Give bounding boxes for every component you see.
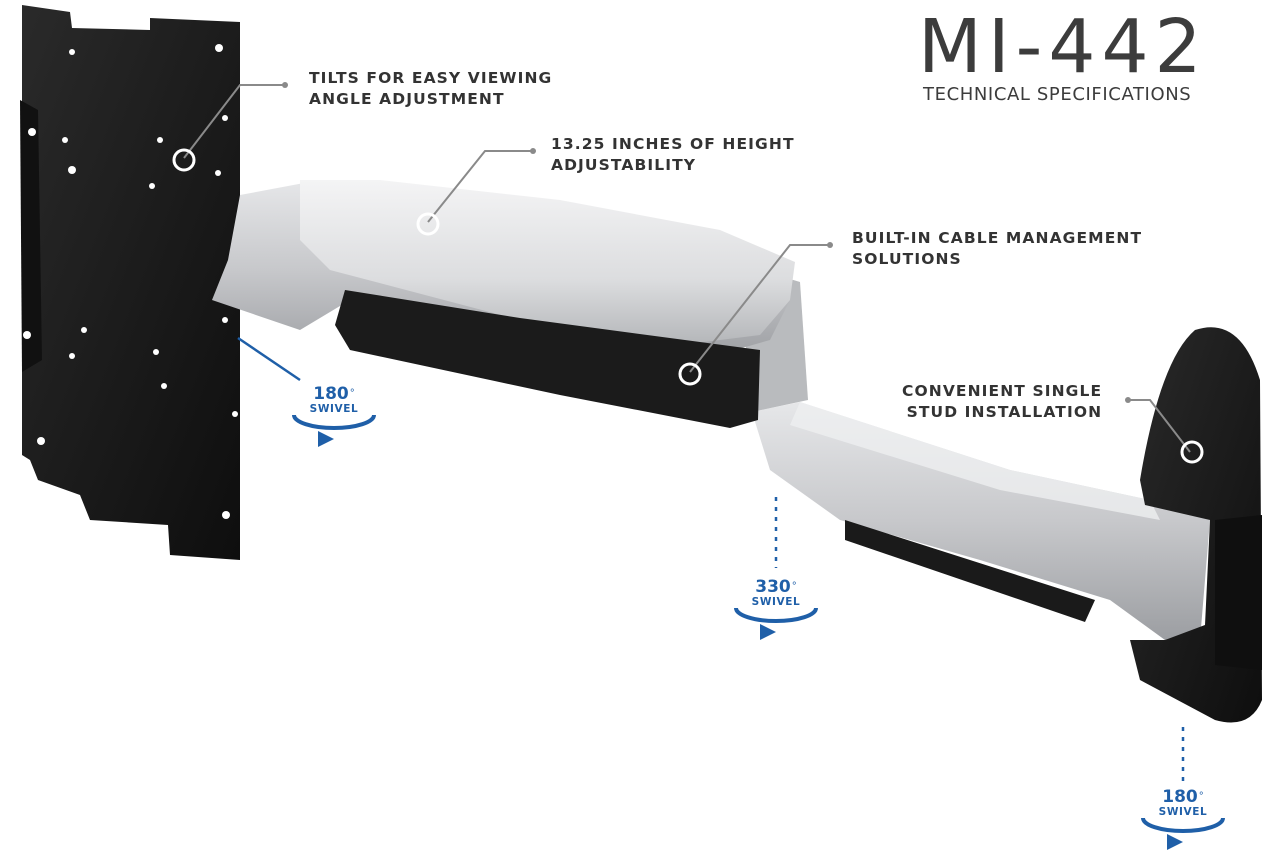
callout-tilt: TILTS FOR EASY VIEWING ANGLE ADJUSTMENT (309, 69, 553, 108)
swivel-degrees: 180 (313, 384, 349, 404)
rotation-arrow-icon (292, 414, 376, 447)
callout-stud-installation: CONVENIENT SINGLE STUD INSTALLATION (902, 382, 1103, 421)
swivel-label: SWIVEL (309, 403, 359, 415)
cable-marker-icon (678, 362, 702, 386)
swivel-badge-plate: 180° SWIVEL (274, 384, 394, 447)
wall-bracket (1130, 327, 1262, 723)
vesa-plate (20, 5, 240, 560)
callout-cable-management: BUILT-IN CABLE MANAGEMENT SOLUTIONS (852, 229, 1143, 268)
lower-arm (752, 402, 1210, 640)
stud-marker-icon (1180, 440, 1204, 464)
callout-height: 13.25 INCHES OF HEIGHT ADJUSTABILITY (551, 135, 795, 174)
swivel-label: SWIVEL (1158, 806, 1208, 818)
swivel-degrees: 330 (755, 577, 791, 597)
swivel-label: SWIVEL (751, 596, 801, 608)
swivel-degrees: 180 (1162, 787, 1198, 807)
swivel-badge-elbow: 330° SWIVEL (716, 577, 836, 640)
rotation-arrow-icon (734, 607, 818, 640)
rotation-arrow-icon (1141, 817, 1225, 850)
upper-arm (212, 180, 795, 428)
model-title: MI-442 (918, 4, 1208, 90)
page-subtitle: TECHNICAL SPECIFICATIONS (923, 84, 1192, 105)
swivel-badge-wall: 180° SWIVEL (1123, 787, 1243, 850)
height-marker-icon (416, 212, 440, 236)
tilt-marker-icon (172, 148, 196, 172)
